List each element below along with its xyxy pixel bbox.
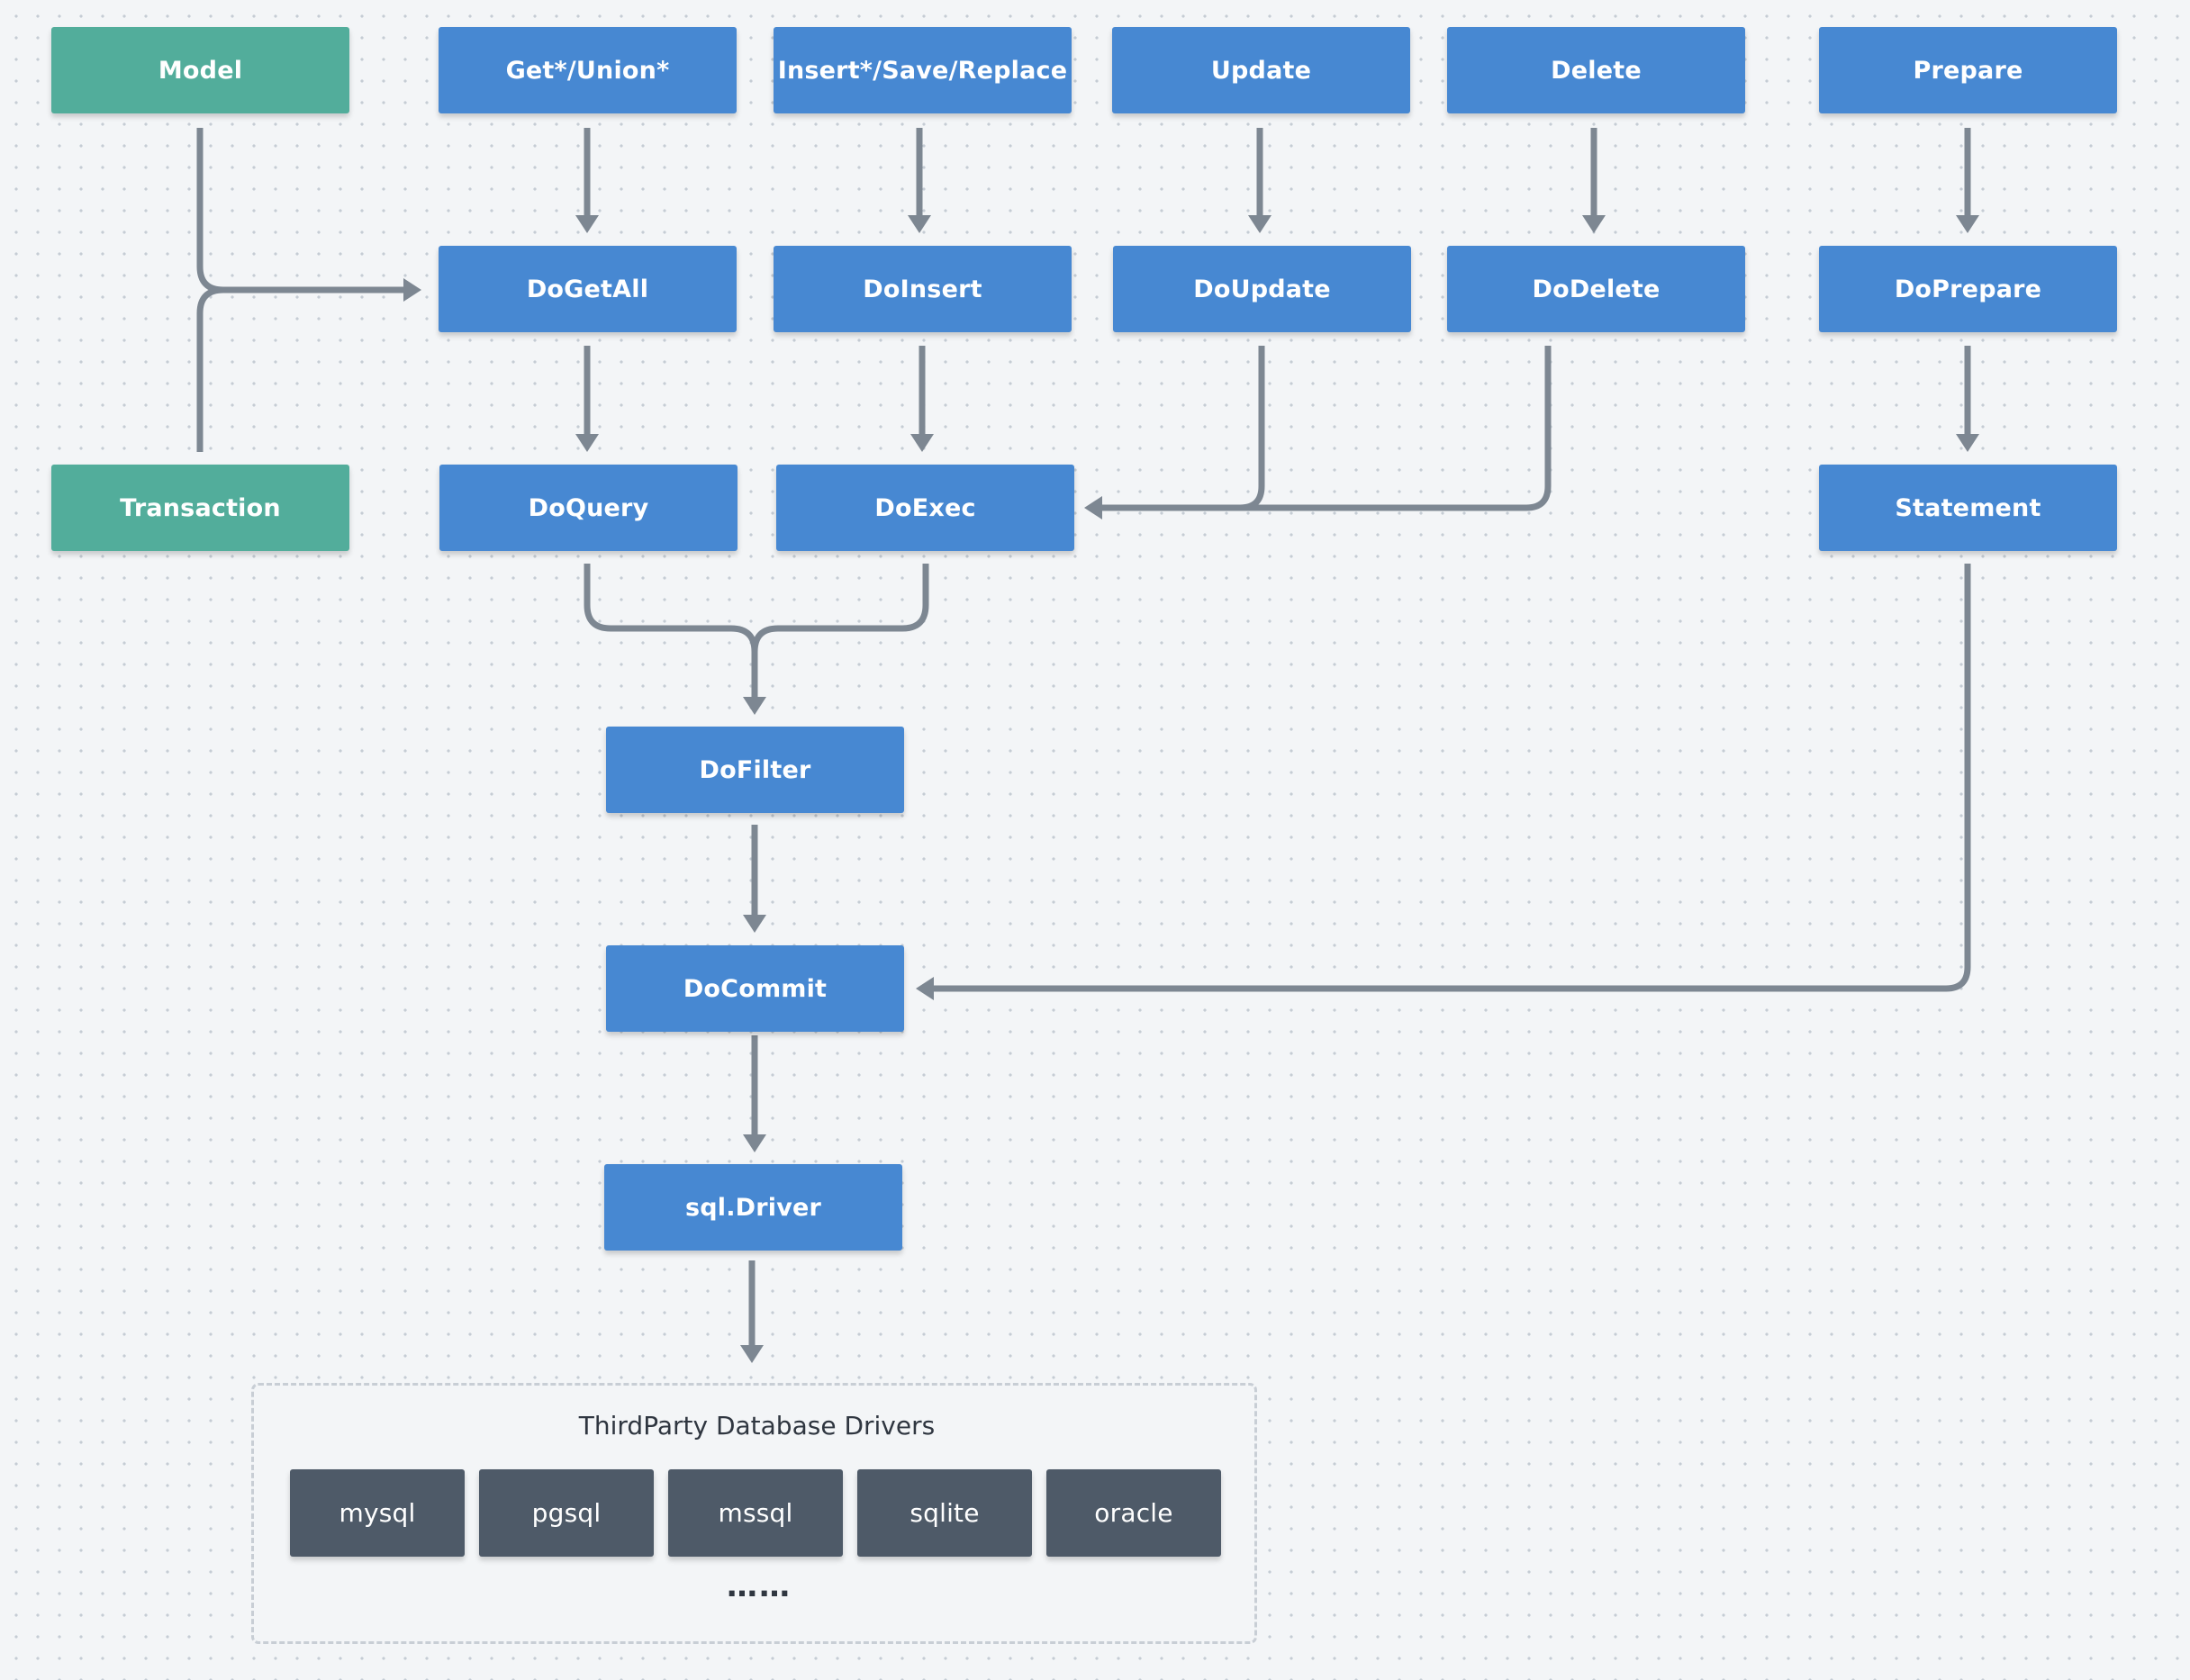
arrowhead-update xyxy=(1248,215,1271,233)
connector-dodelete-to-doexec xyxy=(1240,346,1552,511)
connector-doexec-to-dofilter xyxy=(751,564,929,653)
arrowhead-doexec-side xyxy=(1084,496,1102,519)
driver-pgsql: pgsql xyxy=(479,1469,654,1557)
connector-transaction-to-dogetall xyxy=(196,286,224,452)
arrowhead-insert xyxy=(908,215,931,233)
delete-node: Delete xyxy=(1447,27,1745,113)
prepare-node: Prepare xyxy=(1819,27,2117,113)
arrowhead-dofilter xyxy=(743,697,766,715)
arrowhead-docommit xyxy=(743,915,766,933)
more-drivers-ellipsis: …… xyxy=(727,1568,792,1604)
arrowhead-dogetall xyxy=(403,278,421,302)
model-node: Model xyxy=(51,27,349,113)
do-exec-node: DoExec xyxy=(776,465,1074,551)
update-node: Update xyxy=(1112,27,1410,113)
transaction-node: Transaction xyxy=(51,465,349,551)
do-query-node: DoQuery xyxy=(439,465,738,551)
do-delete-node: DoDelete xyxy=(1447,246,1745,332)
arrowhead-prepare xyxy=(1956,215,1979,233)
arrowhead-statement xyxy=(1956,434,1979,452)
driver-mssql: mssql xyxy=(668,1469,843,1557)
insert-save-replace-node: Insert*/Save/Replace xyxy=(774,27,1072,113)
statement-node: Statement xyxy=(1819,465,2117,551)
arrowhead-sqldriver xyxy=(743,1134,766,1152)
driver-oracle: oracle xyxy=(1046,1469,1221,1557)
connector-statement-to-docommit xyxy=(932,564,1971,992)
connector-doupdate-to-doexec xyxy=(1100,346,1265,511)
sql-driver-node: sql.Driver xyxy=(604,1164,902,1251)
do-insert-node: DoInsert xyxy=(774,246,1072,332)
do-get-all-node: DoGetAll xyxy=(439,246,737,332)
connector-doquery-to-dofilter xyxy=(584,564,758,699)
arrowhead-doquery xyxy=(575,434,599,452)
do-update-node: DoUpdate xyxy=(1113,246,1411,332)
arrowhead-delete xyxy=(1582,215,1606,233)
driver-mysql: mysql xyxy=(290,1469,465,1557)
get-union-node: Get*/Union* xyxy=(439,27,737,113)
connector-model-to-dogetall xyxy=(196,128,405,294)
arrowhead-thirdparty xyxy=(740,1345,764,1363)
third-party-drivers-title: ThirdParty Database Drivers xyxy=(578,1411,936,1441)
driver-sqlite: sqlite xyxy=(857,1469,1032,1557)
do-prepare-node: DoPrepare xyxy=(1819,246,2117,332)
do-commit-node: DoCommit xyxy=(606,945,904,1032)
arrowhead-doexec xyxy=(910,434,934,452)
arrowhead-docommit-side xyxy=(916,977,934,1000)
arrowhead-get xyxy=(575,215,599,233)
do-filter-node: DoFilter xyxy=(606,727,904,813)
